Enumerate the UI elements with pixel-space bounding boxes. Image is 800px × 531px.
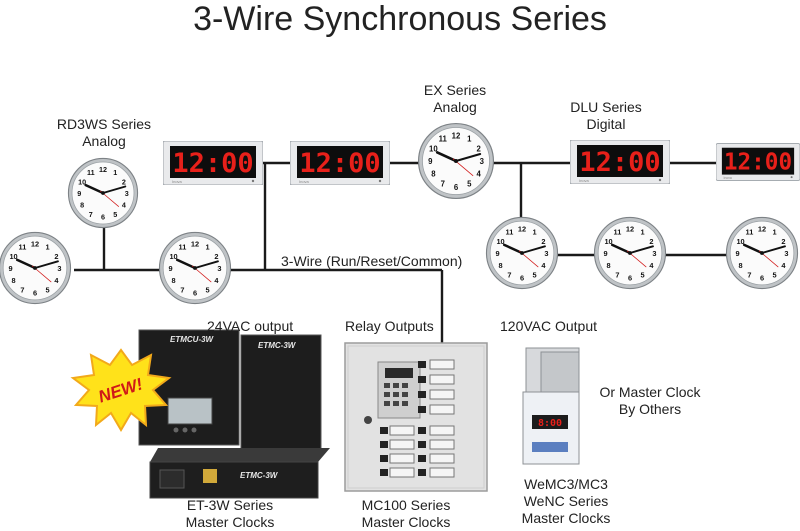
ex-label-line2: Analog [433, 99, 477, 115]
others-label: Or Master Clock By Others [590, 384, 710, 418]
vac24-label: 24VAC output [207, 318, 294, 334]
rd3ws-clock-right-icon [158, 231, 232, 305]
wemc3-label-line2: WeNC Series [523, 493, 609, 509]
et3w-rack-unit-icon: ETMC-3W [149, 448, 330, 499]
et3w-label: ET-3W Series Master Clocks [170, 497, 290, 531]
ex-clock-lower-2-icon [593, 216, 667, 290]
diagram-title: 3-Wire Synchronous Series [193, 0, 607, 38]
ex-clock-lower-1-icon [485, 216, 559, 290]
ex-label-line1: EX Series [423, 82, 487, 98]
wemc3-unit-icon: 8:00 [522, 347, 580, 465]
wemc3-label-line3: Master Clocks [521, 510, 611, 526]
etmc-unit-icon: ETMC-3W [240, 334, 322, 456]
dlu-label-line2: Digital [586, 116, 626, 132]
dlu-digital-clock-2-icon [716, 143, 800, 181]
etmc-label-b: ETMC-3W [240, 471, 279, 480]
svg-text:8:00: 8:00 [538, 418, 562, 429]
wire-label: 3-Wire (Run/Reset/Common) [281, 253, 463, 269]
ex-clock-lower-3-icon [725, 216, 799, 290]
mc100-cabinet-icon [344, 342, 488, 492]
et3w-label-line2: Master Clocks [185, 514, 275, 530]
digital-clock-2-icon [290, 141, 390, 185]
rd3ws-clock-top-icon [67, 157, 139, 229]
mc100-label: MC100 Series Master Clocks [346, 497, 466, 531]
etmc-label-a: ETMC-3W [258, 341, 297, 350]
mc100-label-line1: MC100 Series [361, 497, 451, 513]
dlu-label-line1: DLU Series [570, 99, 642, 115]
dlu-label: DLU Series Digital [546, 99, 666, 133]
others-label-line1: Or Master Clock [599, 384, 701, 400]
rd3ws-label: RD3WS Series Analog [44, 116, 164, 150]
rd3ws-clock-left-icon [0, 231, 72, 305]
wemc3-label: WeMC3/MC3 WeNC Series Master Clocks [506, 476, 626, 527]
ex-label: EX Series Analog [395, 82, 515, 116]
rd3ws-label-line2: Analog [82, 133, 126, 149]
vac120-label: 120VAC Output [500, 318, 598, 334]
digital-clock-1-icon [163, 141, 263, 185]
relay-outputs-label: Relay Outputs [345, 318, 434, 334]
etmcu-label: ETMCU-3W [170, 335, 215, 344]
others-label-line2: By Others [618, 401, 682, 417]
wemc3-label-line1: WeMC3/MC3 [524, 476, 608, 492]
new-badge-icon: NEW! [70, 348, 172, 432]
et3w-label-line1: ET-3W Series [186, 497, 274, 513]
ex-clock-icon [417, 122, 495, 200]
dlu-digital-clock-1-icon [570, 140, 670, 184]
rd3ws-label-line1: RD3WS Series [56, 116, 152, 132]
mc100-label-line2: Master Clocks [361, 514, 451, 530]
